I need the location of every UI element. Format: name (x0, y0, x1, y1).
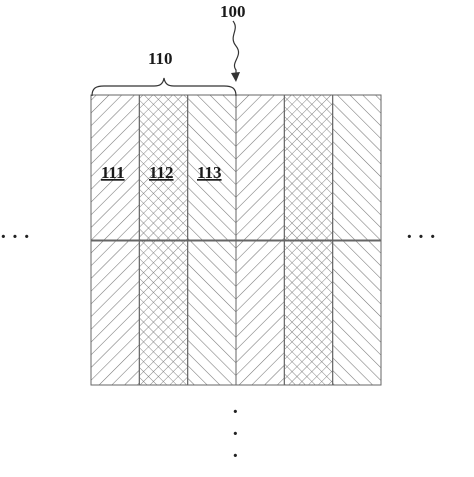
ellipsis-right: · · · (406, 226, 436, 248)
ellipsis-left: · · · (0, 226, 30, 248)
subpixel-cell (138, 239, 189, 386)
subpixel-cell (332, 239, 382, 386)
ellipsis-bottom-dot: · (232, 401, 239, 423)
subpixel-cell (283, 239, 334, 386)
subpixel-cell (90, 239, 140, 386)
ellipsis-bottom: · · · (232, 401, 239, 467)
subpixel-cell (90, 94, 140, 241)
subpixel-cell (235, 94, 285, 241)
reference-numeral: 100 (220, 2, 246, 21)
group-brace (91, 77, 237, 97)
leader-line (232, 20, 240, 75)
ellipsis-bottom-dot: · (232, 445, 239, 467)
subpixel-label-2: 112 (149, 163, 174, 182)
subpixel-cell (187, 239, 237, 386)
subpixel-grid (90, 94, 382, 386)
group-numeral: 110 (148, 49, 173, 68)
subpixel-cell (138, 94, 189, 241)
arrowhead-icon (231, 72, 240, 82)
subpixel-cell (235, 239, 285, 386)
subpixel-label-3: 113 (197, 163, 222, 182)
subpixel-cell (283, 94, 334, 241)
subpixel-label-1: 111 (101, 163, 125, 182)
ellipsis-bottom-dot: · (232, 423, 239, 445)
subpixel-cell (332, 94, 382, 241)
